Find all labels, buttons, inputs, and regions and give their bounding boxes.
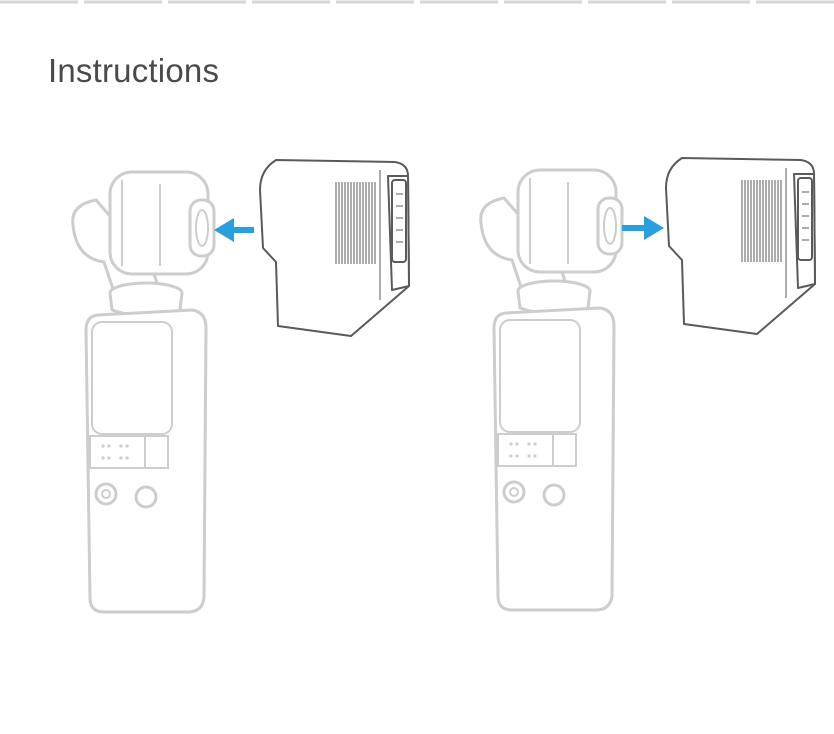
step-2 <box>479 157 816 612</box>
gimbal-camera-icon <box>479 168 624 612</box>
arrow-right-icon <box>622 216 664 240</box>
mount-adapter-icon <box>259 159 410 337</box>
gimbal-camera-icon <box>71 170 216 614</box>
top-border-dashes <box>0 0 834 4</box>
page-title: Instructions <box>48 52 220 89</box>
arrow-left-icon <box>214 218 254 242</box>
step-1 <box>71 159 410 614</box>
mount-adapter-icon <box>665 157 816 335</box>
